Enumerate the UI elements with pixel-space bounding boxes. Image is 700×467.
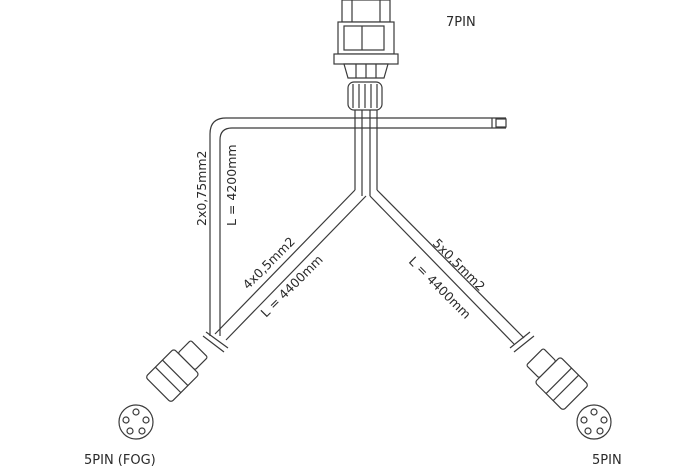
label-5pin-fog: 5PIN (FOG) bbox=[84, 453, 156, 467]
label-5pin: 5PIN bbox=[592, 453, 622, 467]
connector-5pin-fog bbox=[146, 340, 208, 402]
connector-7pin bbox=[333, 0, 399, 111]
label-7pin: 7PIN bbox=[446, 15, 476, 30]
label-side-spec: 2x0,75mm2 bbox=[194, 151, 209, 227]
connector-5pin-face bbox=[576, 404, 612, 440]
connector-5pin-fog-face bbox=[118, 404, 154, 440]
cable-left-4x05 bbox=[202, 189, 367, 353]
cable-side-2x075 bbox=[209, 117, 507, 336]
cable-right-5x05 bbox=[369, 189, 535, 353]
connector-5pin bbox=[526, 348, 588, 410]
trunk-wires bbox=[354, 110, 378, 196]
label-side-length: L = 4200mm bbox=[224, 144, 239, 226]
